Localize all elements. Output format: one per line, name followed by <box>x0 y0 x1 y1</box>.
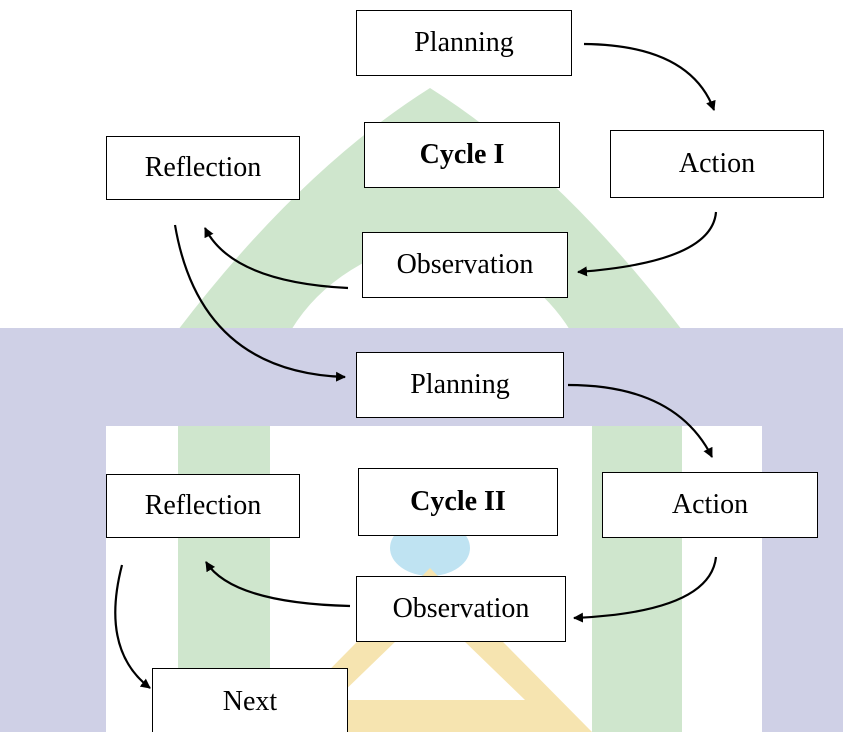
action-box-cycle2: Action <box>602 472 818 538</box>
arrow-observation-to-reflection-2 <box>205 561 351 608</box>
next-box: Next <box>152 668 348 732</box>
planning-box-cycle1: Planning <box>356 10 572 76</box>
cycle1-label: Cycle I <box>364 122 560 188</box>
observation-box-cycle1: Observation <box>362 232 568 298</box>
observation-box-cycle2: Observation <box>356 576 566 642</box>
arrow-action-to-observation-1 <box>577 211 718 277</box>
arrow-reflection2-to-next <box>114 564 151 689</box>
planning-box-cycle2: Planning <box>356 352 564 418</box>
arrow-planning-to-action-1 <box>583 42 716 111</box>
reflection-box-cycle1: Reflection <box>106 136 300 200</box>
arrow-observation-to-reflection-1 <box>204 227 349 290</box>
arrow-planning-to-action-2 <box>567 383 713 458</box>
arrow-reflection1-to-planning2 <box>173 224 346 382</box>
action-box-cycle1: Action <box>610 130 824 198</box>
cycle2-label: Cycle II <box>358 468 558 536</box>
arrow-action-to-observation-2 <box>573 556 718 623</box>
reflection-box-cycle2: Reflection <box>106 474 300 538</box>
